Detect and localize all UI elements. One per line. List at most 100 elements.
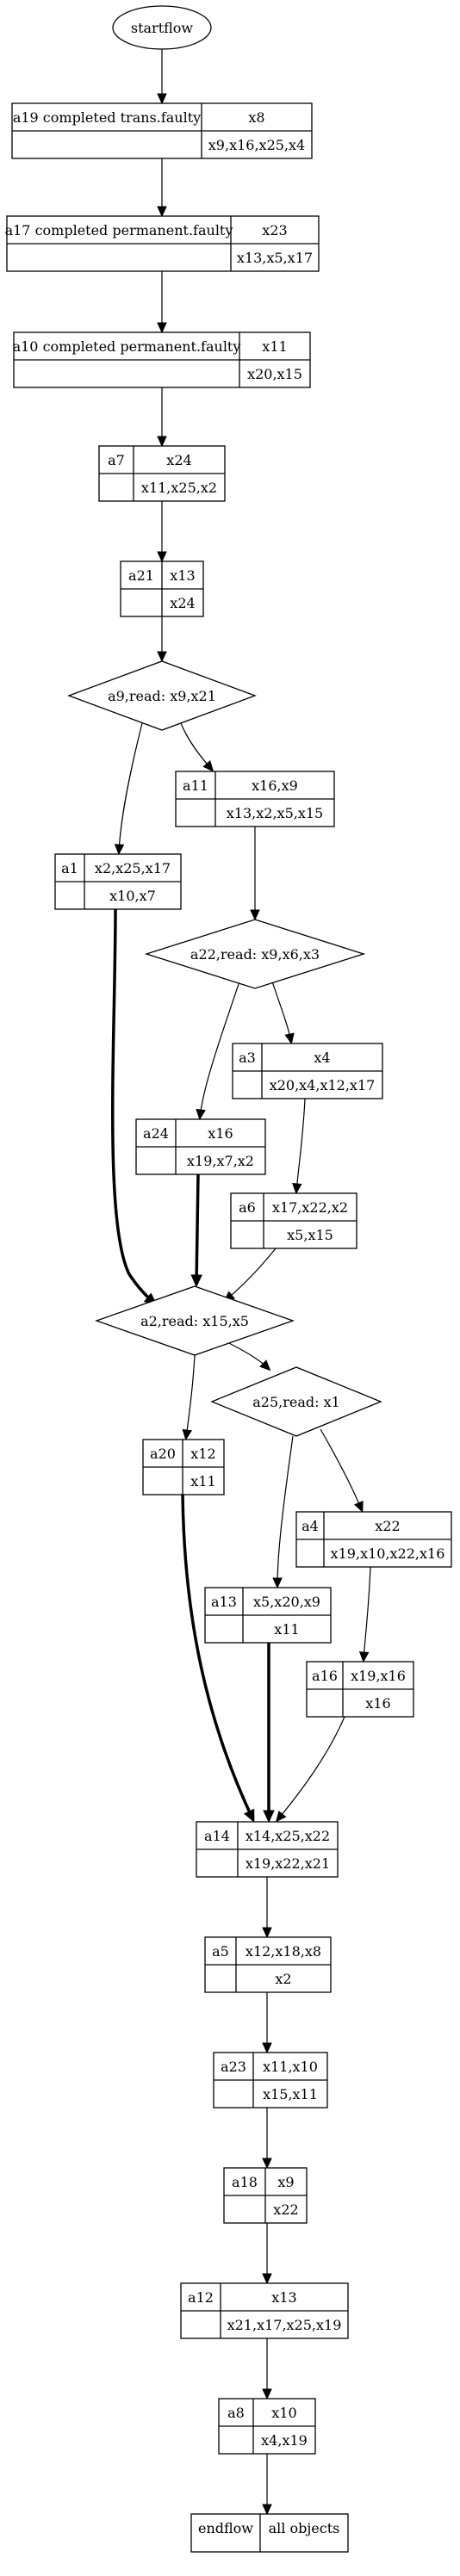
start-label: startflow [131, 20, 194, 36]
node-writes: x16 [208, 1125, 233, 1142]
node-writes: x13 [271, 2289, 296, 2306]
node-a5: a5 x12,x18,x8 x2 [204, 1936, 332, 1993]
node-writes: x12,x18,x8 [246, 1943, 321, 1960]
node-a13: a13 x5,x20,x9 x11 [204, 1587, 332, 1644]
node-a3: a3 x4 x20,x4,x12,x17 [232, 1043, 383, 1099]
edge-d_a2-to-a20 [185, 1354, 196, 1439]
decision-a2: a2,read: x15,x5 [95, 1285, 295, 1356]
node-reads: x11 [190, 1473, 215, 1489]
node-writes: x2,x25,x17 [95, 860, 171, 876]
node-reads: x11 [274, 1621, 299, 1638]
node-label: a21 [128, 567, 154, 584]
node-writes: x4 [314, 1050, 330, 1066]
edge-d_a22-to-a3 [271, 981, 292, 1043]
node-reads: x19,x10,x22,x16 [331, 1545, 445, 1562]
node-reads: x15,x11 [263, 2086, 318, 2102]
arrowhead-a13-to-a14 [263, 1810, 275, 1824]
arrowhead-d_a22-to-a24 [196, 1108, 206, 1121]
node-reads: x10,x7 [109, 888, 156, 904]
node-reads: x4,x19 [261, 2432, 308, 2449]
node-reads: x20,x4,x12,x17 [270, 1077, 376, 1093]
node-writes: x10 [271, 2405, 296, 2421]
arrowhead-d_a25-to-a4 [353, 1501, 364, 1513]
edge-d_a25-to-a13 [277, 1435, 294, 1587]
edge-a4-to-a16 [363, 1566, 371, 1661]
node-label: a16 [312, 1668, 338, 1684]
decision-label: a9,read: x9,x21 [108, 688, 216, 704]
node-label: a4 [301, 1518, 319, 1534]
node-label: a7 [108, 452, 125, 468]
arrowhead-a12-to-a8 [262, 2388, 272, 2400]
node-label: a1 [61, 860, 78, 876]
arrowhead-a11-to-d_a22 [250, 909, 260, 921]
edge-a24-to-d_a2 [195, 1173, 200, 1285]
node-a7: a7 x24 x11,x25,x2 [98, 445, 226, 502]
node-reads: x22 [273, 2201, 298, 2218]
node-reads: x5,x15 [287, 1227, 333, 1243]
nodes-layer: startflow a19 completed trans.faulty x8 … [5, 5, 452, 2553]
node-writes: x23 [262, 222, 287, 238]
arrowhead-a24-to-d_a2 [190, 1274, 202, 1288]
arrowhead-a8-to-end [262, 2504, 272, 2516]
arrowhead-a23-to-a18 [262, 2158, 272, 2170]
edge-d_a9-to-a11 [180, 722, 213, 771]
node-reads: x16 [365, 1695, 390, 1712]
node-label: a12 [188, 2289, 214, 2306]
arrowhead-a4-to-a16 [358, 1651, 370, 1663]
arrowhead-a20-to-a14 [243, 1808, 255, 1823]
edge-a1-to-d_a2 [110, 908, 157, 1305]
node-a4: a4 x22 x19,x10,x22,x16 [295, 1511, 452, 1568]
end-node: endflow all objects [190, 2513, 349, 2553]
node-writes: x11 [262, 338, 287, 355]
edge-d_a25-to-a4 [320, 1428, 363, 1511]
node-label: a8 [227, 2405, 245, 2421]
arrowhead-a18-to-a12 [262, 2273, 272, 2285]
node-writes: x17,x22,x2 [272, 1199, 348, 1216]
arrowhead-a3-to-a6 [292, 1183, 302, 1195]
node-a24: a24 x16 x19,x7,x2 [135, 1118, 266, 1175]
node-a23: a23 x11,x10 x15,x11 [213, 2052, 328, 2108]
edge-d_a9-to-a1 [118, 722, 143, 853]
decision-label: a22,read: x9,x6,x3 [190, 946, 320, 963]
node-label: a11 [183, 777, 208, 794]
node-label: a13 [211, 1594, 237, 1610]
node-a12: a12 x13 x21,x17,x25,x19 [180, 2282, 349, 2339]
node-label: a5 [212, 1943, 229, 1960]
edge-a20-to-a14 [181, 1494, 255, 1821]
node-writes: x5,x20,x9 [253, 1594, 320, 1610]
node-a10: a10 completed permanent.faulty x11 x20,x… [13, 331, 311, 388]
node-label: a14 [204, 1828, 230, 1844]
node-a21: a21 x13 x24 [120, 560, 204, 617]
node-a11: a11 x16,x9 x13,x2,x5,x15 [175, 771, 335, 827]
node-a20: a20 x12 x11 [142, 1439, 225, 1495]
arrowhead-a14-to-a5 [262, 1927, 272, 1939]
arrowhead-a17-to-a10 [157, 322, 167, 334]
node-writes: x22 [375, 1518, 400, 1534]
arrowhead-start-to-a19 [157, 93, 167, 105]
edge-a16-to-a14 [277, 1716, 345, 1821]
node-label: a18 [232, 2174, 258, 2190]
arrowhead-d_a25-to-a13 [272, 1577, 283, 1589]
edge-a3-to-a6 [295, 1098, 306, 1192]
node-label: a24 [143, 1125, 169, 1142]
end-objects: all objects [269, 2520, 340, 2536]
node-reads: x19,x7,x2 [187, 1153, 254, 1169]
node-reads: x21,x17,x25,x19 [227, 2317, 342, 2333]
arrowhead-a21-to-d_a9 [157, 651, 167, 663]
node-a16: a16 x19,x16 x16 [306, 1661, 414, 1718]
node-label: a20 [150, 1446, 176, 1462]
node-reads: x19,x22,x21 [246, 1855, 330, 1872]
end-label: endflow [198, 2520, 253, 2536]
node-reads: x13,x2,x5,x15 [227, 805, 323, 821]
node-label: a6 [239, 1199, 256, 1216]
node-writes: x8 [248, 109, 264, 126]
node-reads: x13,x5,x17 [237, 250, 313, 266]
node-a8: a8 x10 x4,x19 [218, 2398, 316, 2455]
arrowhead-d_a22-to-a3 [284, 1032, 295, 1045]
node-reads: x2 [275, 1971, 291, 1987]
node-label: a23 [221, 2059, 246, 2075]
arrowhead-a5-to-a23 [262, 2042, 272, 2054]
node-writes: x19,x16 [351, 1668, 406, 1684]
start-node: startflow [112, 5, 212, 50]
